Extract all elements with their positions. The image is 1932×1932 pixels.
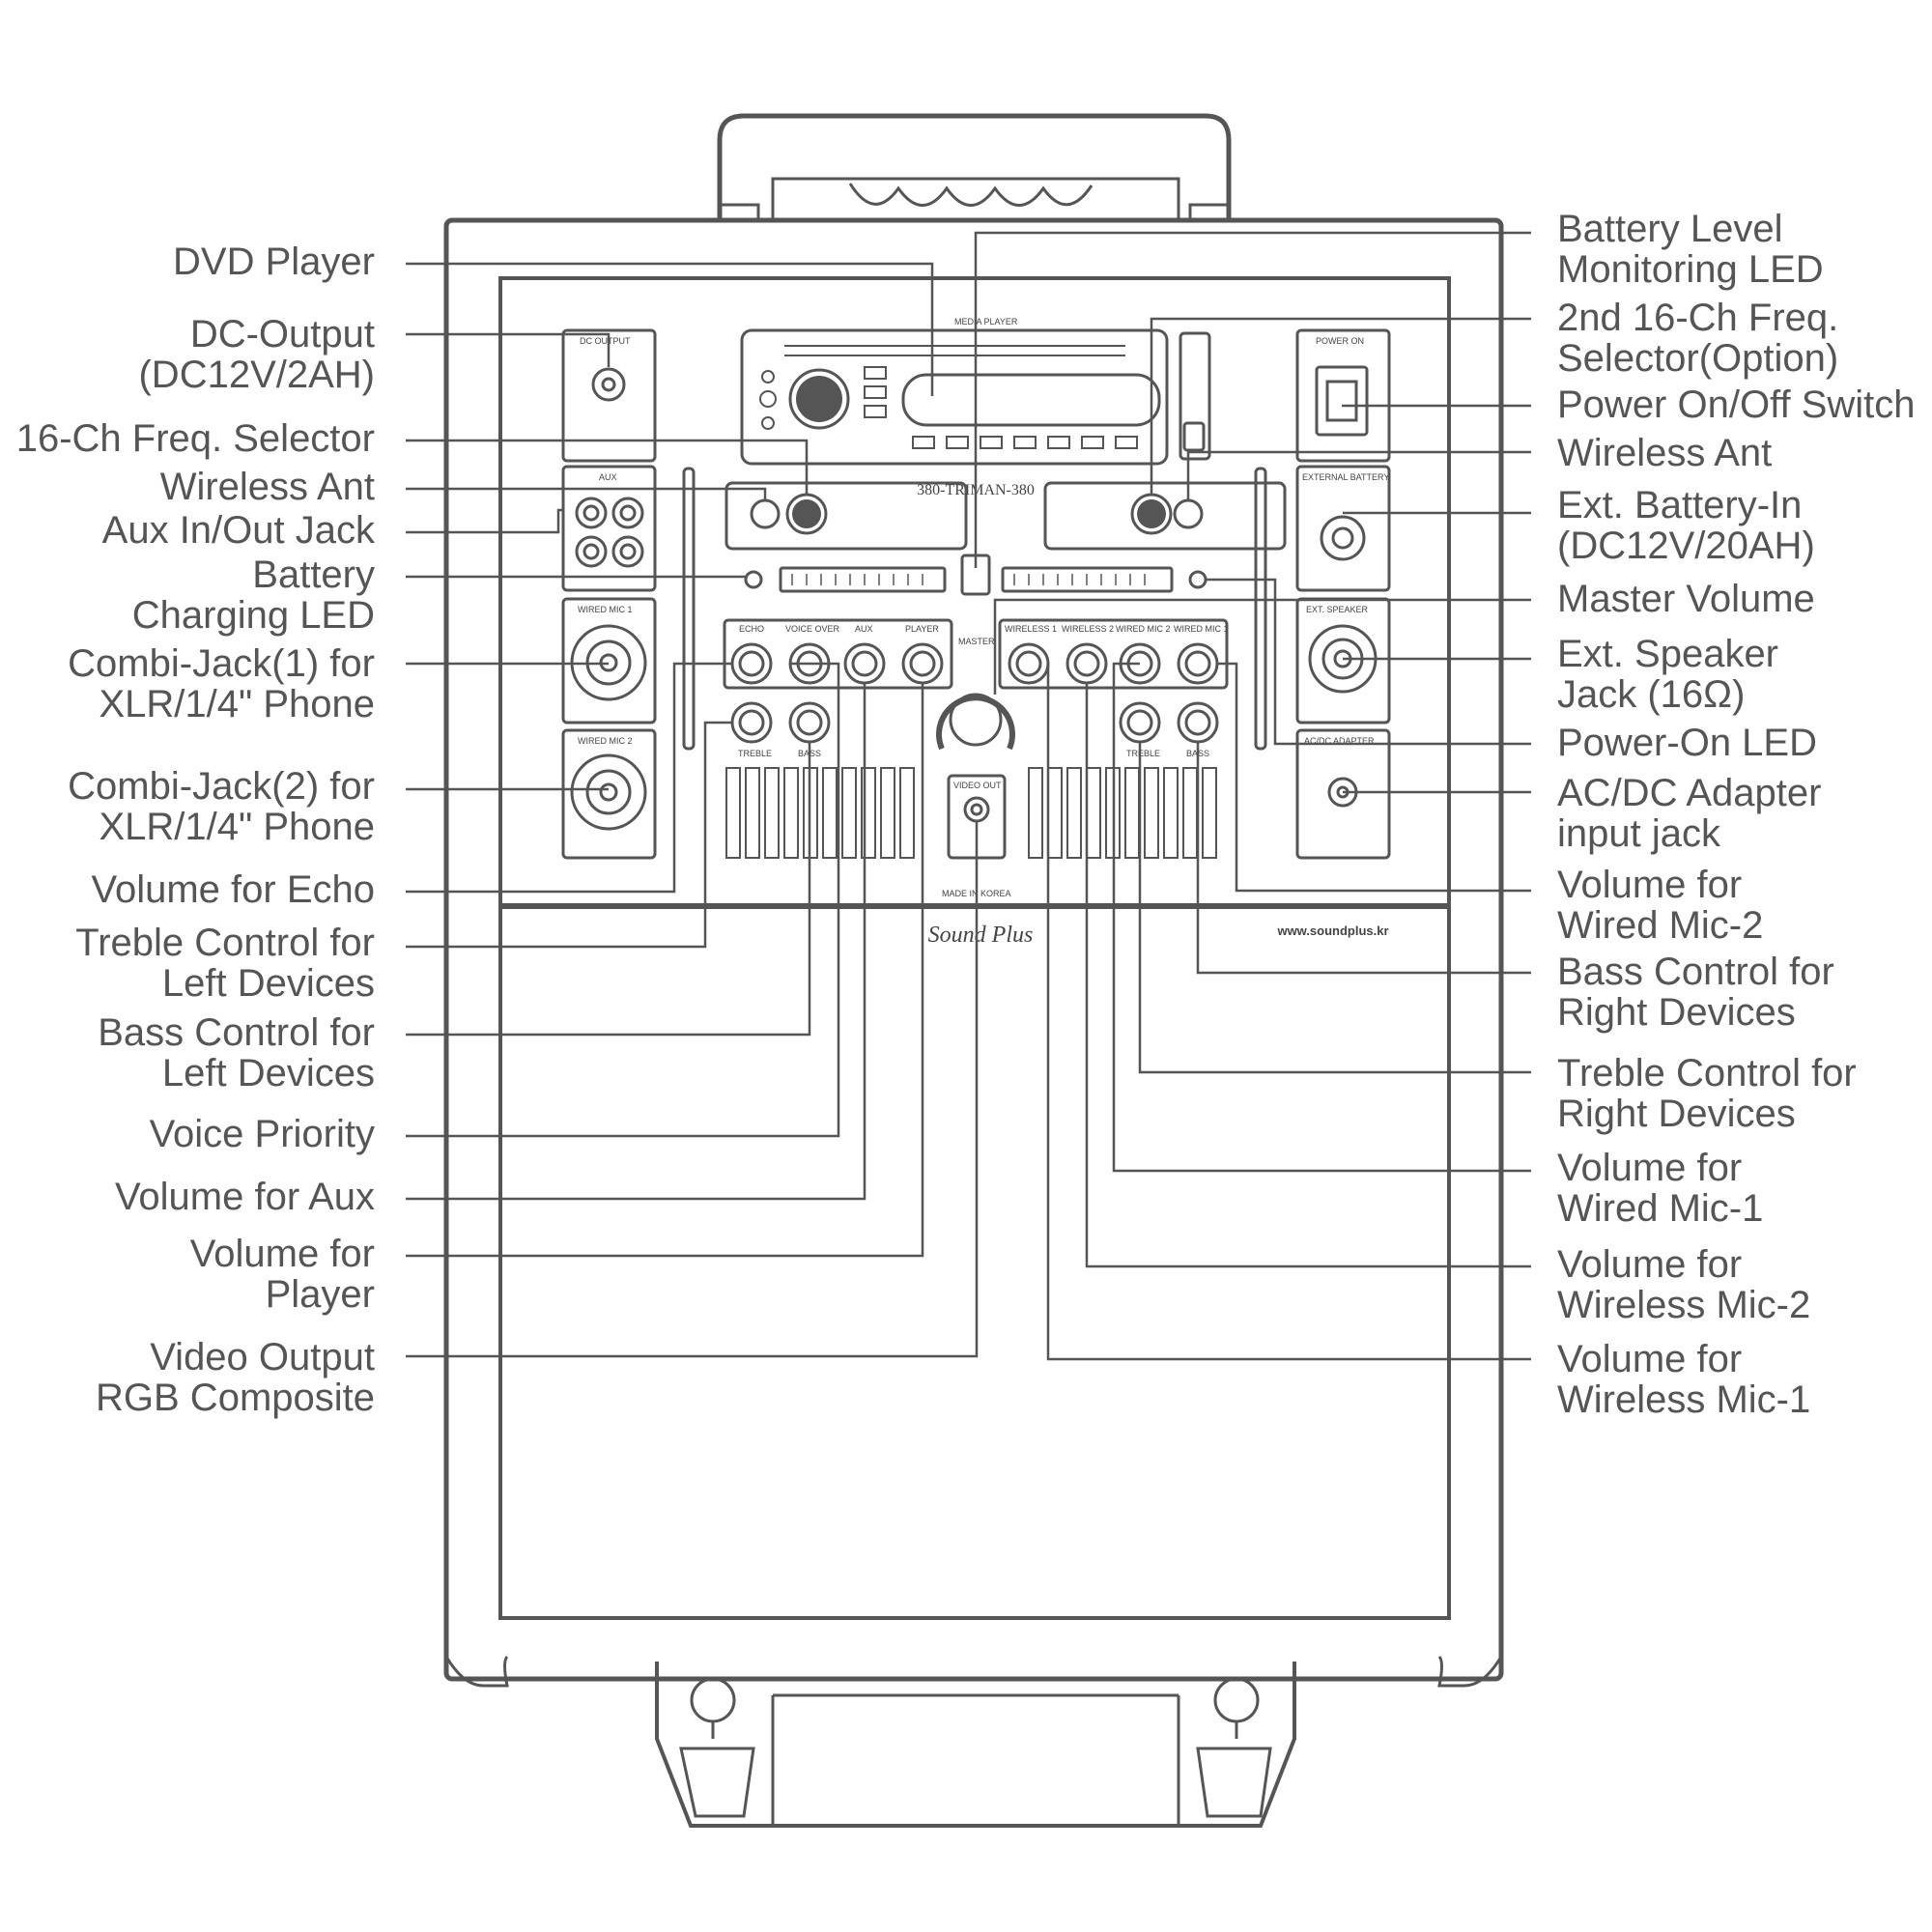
dvd-player-unit [740,328,1169,466]
power-on-led-graphic [1188,570,1208,589]
master-volume-knob [949,693,1003,747]
knob-label-voice-over: VOICE OVER [785,624,840,634]
tone-label-treble-left: TREBLE [738,749,772,758]
ext-battery-jack [1320,515,1366,561]
website-text: www.soundplus.kr [1276,923,1388,938]
aux-module [561,465,657,592]
wheel-left [679,1747,755,1818]
wheel-right [1196,1747,1272,1818]
trolley-base [655,1662,1296,1828]
callout-volume-aux: Volume for Aux [114,1176,375,1218]
ext-battery-label: EXTERNAL BATTERY [1302,472,1389,482]
dvd-display [901,373,1161,427]
ac-dc-label: AC/DC ADAPTER [1304,736,1375,746]
callout-volume-echo: Volume for Echo [91,868,376,911]
dc-output-module [561,328,657,463]
knob-label-wireless-1: WIRELESS 1 [1005,624,1057,634]
battery-led-bar [779,566,947,593]
callout-aux-jack: Aux In/Out Jack [101,509,375,552]
power-module [1295,328,1391,463]
carry-handle [717,113,1232,220]
callout-freq-selector-16ch: 16-Ch Freq. Selector [15,417,375,460]
knob-label-aux: AUX [855,624,873,634]
power-switch-graphic [1315,365,1369,437]
dvd-volume-knob [788,368,850,430]
aux-label: AUX [599,472,617,482]
dc-output-label: DC OUTPUT [580,336,631,346]
receiver-left [724,481,968,551]
cabinet [443,217,1504,1682]
tone-label-treble-right: TREBLE [1126,749,1160,758]
video-out-label: VIDEO OUT [953,781,1002,790]
ext-battery-module [1295,465,1391,592]
device-labels: MEDIA PLAYER POWER ON EXTERNAL BATTERY E… [578,317,1389,948]
callout-voice-priority: Voice Priority [149,1113,375,1155]
brand-logo: Sound Plus [928,923,1034,948]
ac-dc-module [1295,728,1391,860]
knob-label-wireless-2: WIRELESS 2 [1062,624,1114,634]
wired-mic-2-label: WIRED MIC 2 [578,736,633,746]
callout-dc-output: DC-Output(DC12V/2AH) [138,313,375,396]
callout-dvd-player: DVD Player [173,241,375,283]
callout-freq-selector-2nd: 2nd 16-Ch Freq.Selector(Option) [1557,297,1839,380]
power-on-label: POWER ON [1316,336,1364,346]
speaker-grille-area [498,904,1451,1620]
master-volume-knob-ring [936,695,1015,751]
master-label: MASTER [958,637,995,646]
media-player-label: MEDIA PLAYER [954,317,1018,327]
callout-wireless-ant-right: Wireless Ant [1557,432,1773,474]
wired-mic-2-module [561,728,657,860]
callout-master-volume: Master Volume [1557,578,1815,620]
wired-mic-1-module [561,597,657,724]
knob-label-wired-mic-1: WIRED MIC 1 [1174,624,1229,634]
callout-power-switch: Power On/Off Switch [1557,384,1916,426]
knob-label-wired-mic-2: WIRED MIC 2 [1116,624,1171,634]
knob-label-player: PLAYER [905,624,939,634]
knob-label-echo: ECHO [739,624,764,634]
receiver-right [1043,481,1287,551]
combi-jack-2-graphic [570,753,647,831]
handle-grip [848,183,1094,207]
callout-ext-battery-in: Ext. Battery-In(DC12V/20AH) [1557,484,1815,567]
callout-power-on-led: Power-On LED [1557,722,1817,764]
level-led-bar [1001,566,1174,593]
charging-led [744,570,763,589]
dc-output-jack [591,367,626,402]
leader-lines [406,231,1531,1361]
wired-mic-1-label: WIRED MIC 1 [578,605,633,614]
callout-wireless-ant-left: Wireless Ant [159,466,375,508]
ext-speaker-label: EXT. SPEAKER [1306,605,1369,614]
tone-knobs [730,701,1219,744]
